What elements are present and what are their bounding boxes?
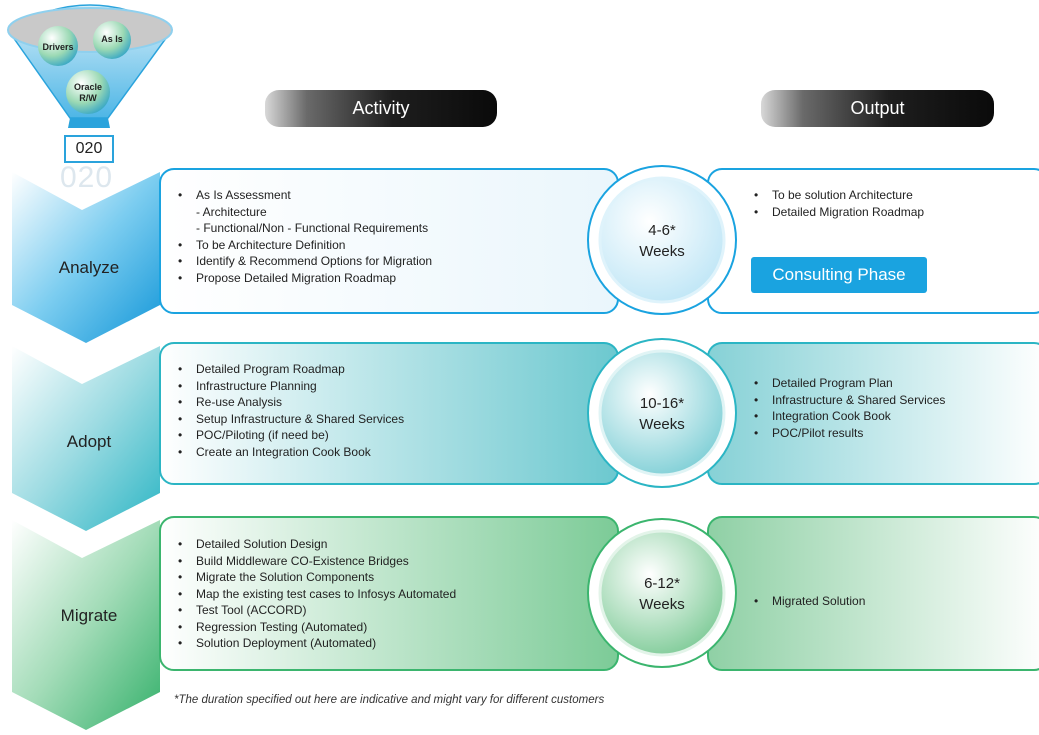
list-item: Propose Detailed Migration Roadmap bbox=[176, 270, 432, 287]
list-item: Infrastructure & Shared Services bbox=[752, 392, 945, 409]
analyze-output-list: To be solution Architecture Detailed Mig… bbox=[752, 187, 924, 220]
migrate-duration: 6-12* Weeks bbox=[612, 573, 712, 615]
analyze-chevron bbox=[12, 172, 160, 343]
list-item: Detailed Migration Roadmap bbox=[752, 204, 924, 221]
adopt-duration: 10-16* Weeks bbox=[612, 393, 712, 435]
list-item: Solution Deployment (Automated) bbox=[176, 635, 456, 652]
list-item: Re-use Analysis bbox=[176, 394, 404, 411]
activity-header-pill bbox=[265, 90, 497, 127]
list-item: Detailed Program Roadmap bbox=[176, 361, 404, 378]
phase-label-adopt: Adopt bbox=[66, 432, 112, 451]
migrate-chevron bbox=[12, 520, 160, 730]
output-header: Output bbox=[850, 98, 905, 118]
activity-header: Activity bbox=[352, 98, 410, 118]
list-item: Create an Integration Cook Book bbox=[176, 444, 404, 461]
adopt-activity-list: Detailed Program Roadmap Infrastructure … bbox=[176, 361, 404, 460]
consulting-phase-badge: Consulting Phase bbox=[751, 257, 927, 293]
list-item: Map the existing test cases to Infosys A… bbox=[176, 586, 456, 603]
list-item: POC/Piloting (if need be) bbox=[176, 427, 404, 444]
list-item: Integration Cook Book bbox=[752, 408, 945, 425]
list-item: To be solution Architecture bbox=[752, 187, 924, 204]
list-item: Detailed Solution Design bbox=[176, 536, 456, 553]
list-item: Identify & Recommend Options for Migrati… bbox=[176, 253, 432, 270]
list-item: - Functional/Non - Functional Requiremen… bbox=[196, 221, 429, 235]
analyze-duration: 4-6* Weeks bbox=[612, 220, 712, 262]
funnel-code-watermark: 020 bbox=[60, 161, 114, 194]
duration-value: 4-6* bbox=[648, 222, 676, 239]
migrate-activity-list: Detailed Solution Design Build Middlewar… bbox=[176, 536, 456, 652]
migrate-output-list: Migrated Solution bbox=[752, 593, 865, 610]
drivers-bubble-label: Drivers bbox=[42, 42, 74, 52]
list-item: Setup Infrastructure & Shared Services bbox=[176, 411, 404, 428]
phase-label-migrate: Migrate bbox=[60, 606, 118, 625]
phase-label-analyze: Analyze bbox=[58, 258, 120, 277]
list-item: Infrastructure Planning bbox=[176, 378, 404, 395]
duration-unit: Weeks bbox=[639, 416, 685, 433]
output-header-pill bbox=[761, 90, 994, 127]
list-item: - Architecture bbox=[196, 204, 267, 219]
funnel-code-box: 020 bbox=[64, 135, 114, 163]
list-item: Migrated Solution bbox=[752, 593, 865, 610]
list-item: Regression Testing (Automated) bbox=[176, 619, 456, 636]
list-item: Migrate the Solution Components bbox=[176, 569, 456, 586]
list-item: Test Tool (ACCORD) bbox=[176, 602, 456, 619]
list-item: To be Architecture Definition bbox=[176, 237, 432, 254]
footnote: *The duration specified out here are ind… bbox=[174, 694, 605, 706]
duration-unit: Weeks bbox=[639, 596, 685, 613]
adopt-output-list: Detailed Program Plan Infrastructure & S… bbox=[752, 375, 945, 441]
analyze-activity-list: As Is Assessment - Architecture - Functi… bbox=[176, 187, 432, 286]
duration-value: 10-16* bbox=[639, 395, 685, 412]
duration-value: 6-12* bbox=[644, 575, 680, 592]
list-item: As Is Assessment bbox=[176, 187, 432, 204]
duration-unit: Weeks bbox=[639, 243, 685, 260]
list-item: POC/Pilot results bbox=[752, 425, 945, 442]
as-is-bubble-label: As Is bbox=[101, 34, 123, 44]
adopt-chevron bbox=[12, 346, 160, 531]
list-item: Build Middleware CO-Existence Bridges bbox=[176, 553, 456, 570]
list-item: Detailed Program Plan bbox=[752, 375, 945, 392]
funnel-graphic bbox=[6, 4, 174, 128]
